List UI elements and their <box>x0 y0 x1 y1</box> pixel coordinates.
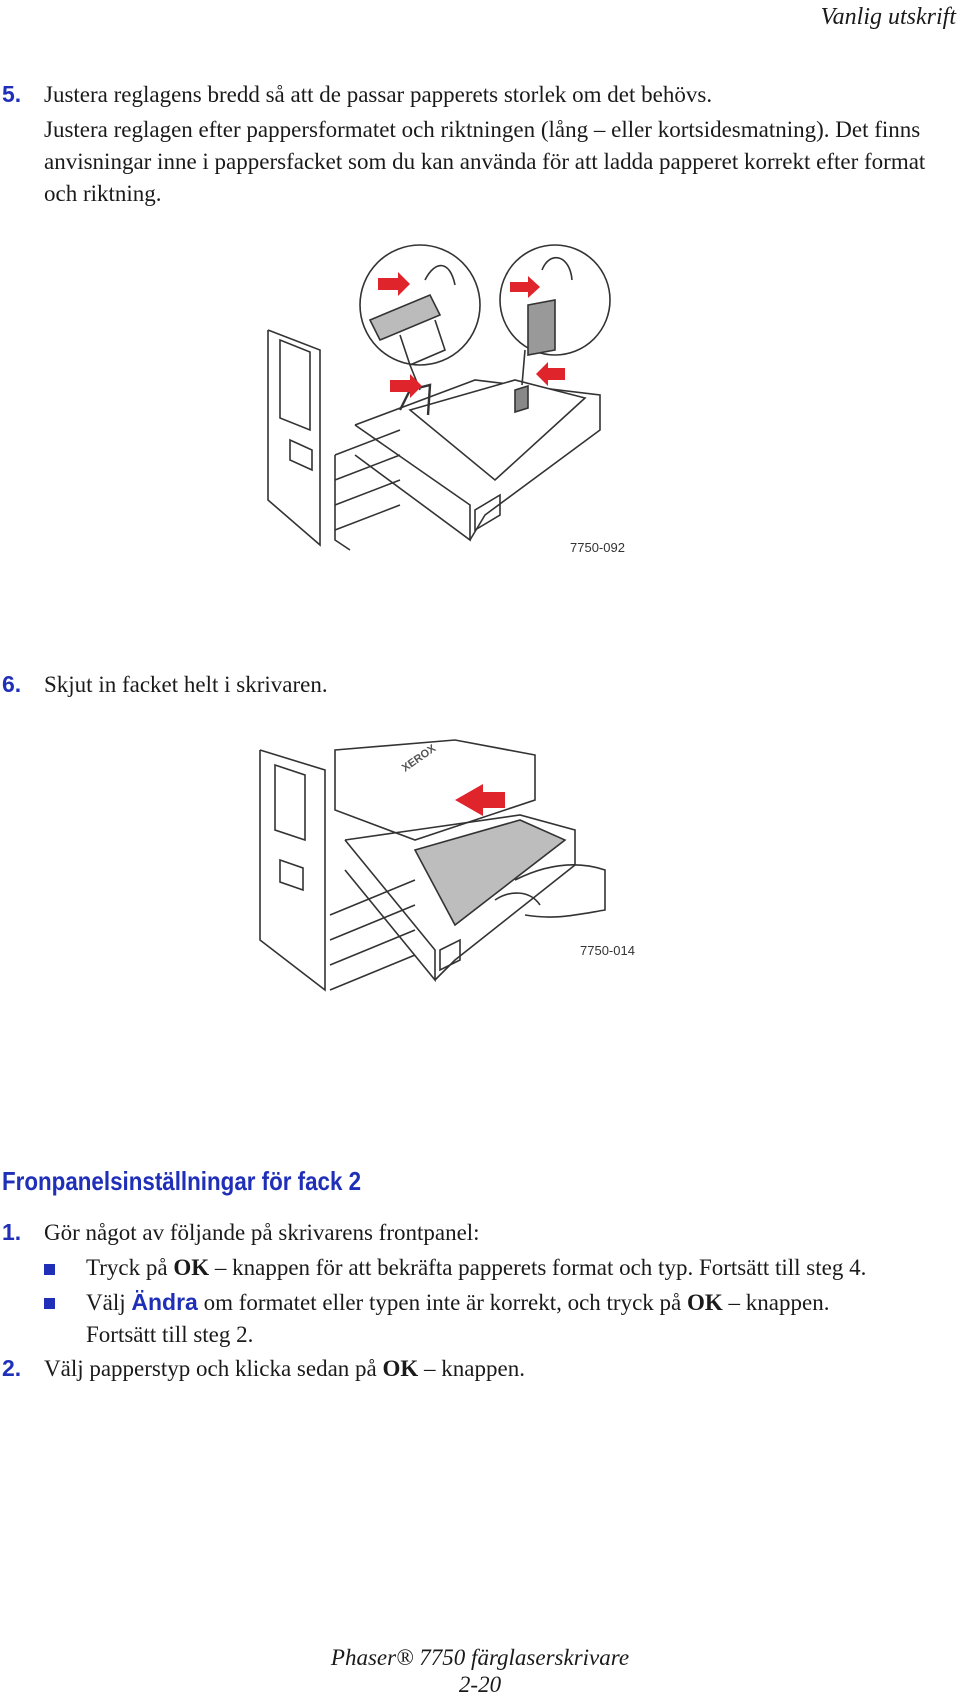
step-5-detail: Justera reglagen efter pappersformatet o… <box>44 117 926 206</box>
running-header: Vanlig utskrift <box>820 4 956 30</box>
ok-label: OK <box>687 1290 723 1315</box>
ok-label: OK <box>382 1356 419 1381</box>
ok-label: OK <box>173 1255 210 1280</box>
bullet-item: Tryck på OK – knappen för att bekräfta p… <box>44 1252 866 1284</box>
figure-close-tray: XEROX 7750-014 <box>255 739 655 1040</box>
section-heading: Fronpanelsinställningar för fack 2 <box>2 1166 362 1196</box>
step-text: Gör något av följande på skrivarens fron… <box>44 1220 480 1245</box>
footer-page-number: 2-20 <box>458 1672 502 1697</box>
bullet-square-icon <box>44 1298 55 1309</box>
bullet-continuation: Fortsätt till steg 2. <box>86 1322 254 1347</box>
bullet-square-icon <box>44 1264 55 1275</box>
figure-code: 7750-092 <box>570 540 625 555</box>
step-text: Justera reglagens bredd så att de passar… <box>44 82 713 107</box>
figure-adjust-guides: 7750-092 <box>260 240 625 610</box>
step-number: 1. <box>2 1219 22 1245</box>
bullet-item: Välj Ändra om formatet eller typen inte … <box>44 1286 829 1351</box>
section-step-2: 2.Välj papperstyp och klicka sedan på OK… <box>2 1352 525 1385</box>
figure-code: 7750-014 <box>580 943 635 958</box>
footer-product: Phaser® 7750 färglaserskrivare <box>330 1645 630 1670</box>
xerox-brand: XEROX <box>400 742 439 774</box>
step-5: 5. Justera reglagens bredd så att de pass… <box>2 78 712 111</box>
step-6: 6. Skjut in facket helt i skrivaren. <box>2 668 328 701</box>
step-number: 5. <box>2 81 22 107</box>
step-number: 6. <box>2 671 22 697</box>
printer-closing-illustration: XEROX 7750-014 <box>259 739 635 992</box>
step-number: 2. <box>2 1355 22 1381</box>
section-step-1: 1. Gör något av följande på skrivarens fr… <box>2 1216 480 1249</box>
printer-tray-illustration: 7750-092 <box>267 244 625 555</box>
red-arrows <box>378 272 565 398</box>
andra-option: Ändra <box>131 1289 198 1315</box>
step-text: Skjut in facket helt i skrivaren. <box>44 672 328 697</box>
push-arrow <box>455 784 505 816</box>
